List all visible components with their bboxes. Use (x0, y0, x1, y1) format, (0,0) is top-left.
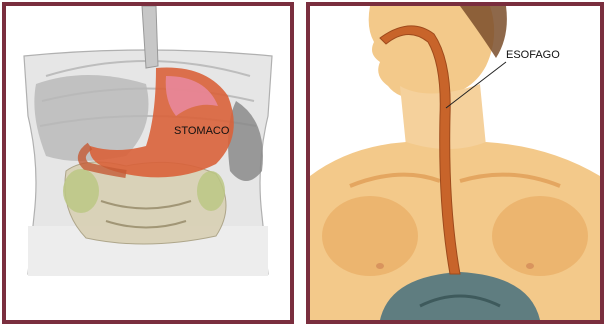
esophagus-label: ESOFAGO (506, 49, 560, 61)
stomach-label: STOMACO (174, 125, 230, 137)
stomach-illustration: STOMACO (6, 6, 290, 320)
esophagus-illustration-panel: ESOFAGO (306, 2, 604, 324)
esophagus-illustration: ESOFAGO (310, 6, 600, 320)
stomach-illustration-panel: STOMACO (2, 2, 294, 324)
